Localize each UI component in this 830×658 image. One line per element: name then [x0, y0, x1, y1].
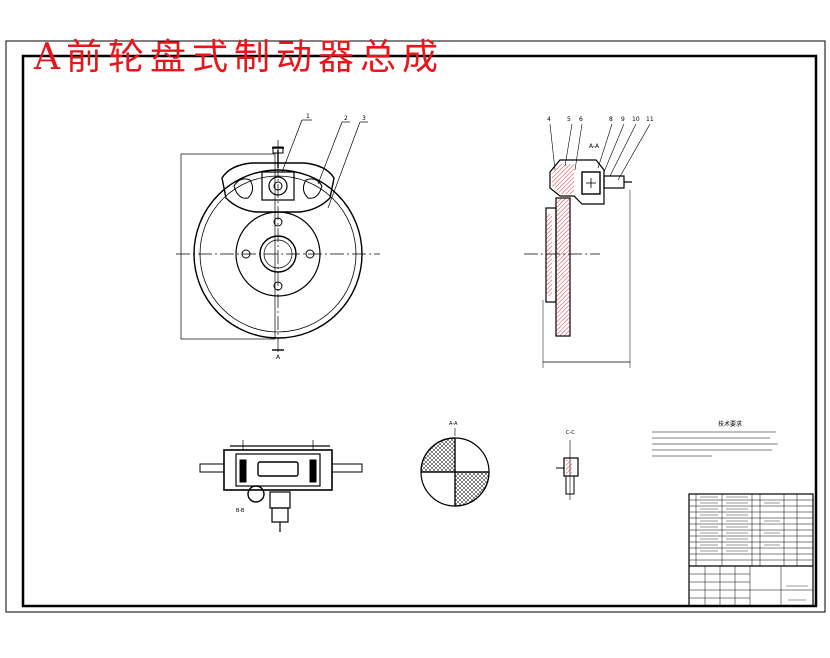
leader-3	[327, 121, 361, 209]
drawing-title: A前轮盘式制动器总成	[34, 37, 444, 78]
piston-circle	[268, 176, 288, 196]
outer-frame	[5, 40, 826, 613]
hub-bore-inner	[263, 239, 293, 269]
bolt-hole-top	[273, 217, 283, 227]
leader-4	[549, 123, 556, 171]
bottom-view-label: B-B	[236, 508, 245, 514]
front-view-projection-box	[180, 153, 276, 340]
leader-11	[617, 123, 651, 181]
callout-5: 5	[567, 116, 571, 123]
leader-5	[564, 123, 573, 167]
detail-view	[556, 440, 579, 500]
caliper-cylinder	[261, 171, 295, 201]
side-section-label: A-A	[589, 143, 600, 150]
callout-2: 2	[344, 115, 348, 122]
leader-1	[281, 119, 303, 173]
title-block	[688, 493, 814, 607]
callout-8: 8	[609, 116, 613, 123]
callout-4: 4	[547, 116, 551, 123]
pad-slot	[257, 461, 299, 477]
tech-req-lines	[652, 431, 778, 457]
bleeder-cap	[272, 146, 284, 154]
fitting-section	[603, 175, 625, 189]
caliper-body	[221, 162, 335, 213]
hub-bore	[259, 235, 297, 273]
callout-9: 9	[621, 116, 625, 123]
bolt-hole-right	[305, 249, 315, 259]
bottom-view	[199, 440, 363, 532]
bolt-hole-bottom	[273, 281, 283, 291]
callout-6: 6	[579, 116, 583, 123]
caliper-section	[549, 159, 605, 205]
circle-section-label: A-A	[449, 421, 458, 427]
bleeder-bottom	[247, 485, 265, 503]
guide-pin-right	[331, 463, 363, 473]
caliper-ear-left	[233, 178, 254, 199]
callout-11: 11	[646, 116, 654, 123]
leader-10	[609, 123, 637, 177]
circle-section	[420, 428, 490, 507]
callout-10: 10	[632, 116, 640, 123]
side-section-view	[524, 123, 651, 368]
detail-view-label: C-C	[566, 430, 575, 436]
callout-1: 1	[306, 113, 310, 120]
leader-8	[597, 123, 613, 169]
bolt-hole-left	[241, 249, 251, 259]
piston-section	[581, 171, 601, 195]
caliper-ear-right	[302, 178, 323, 199]
leader-2	[317, 121, 343, 185]
leader-9	[603, 123, 625, 173]
callout-3: 3	[362, 115, 366, 122]
guide-pin-left	[199, 463, 225, 473]
tech-req-heading: 技术要求	[718, 420, 742, 428]
section-mark-label: A	[276, 354, 281, 361]
disc-outer	[193, 169, 363, 339]
disc-inner-edge	[199, 175, 357, 333]
inner-frame	[21, 54, 818, 608]
piston-center	[273, 181, 283, 191]
front-view	[176, 119, 380, 352]
leader-6	[574, 123, 583, 171]
